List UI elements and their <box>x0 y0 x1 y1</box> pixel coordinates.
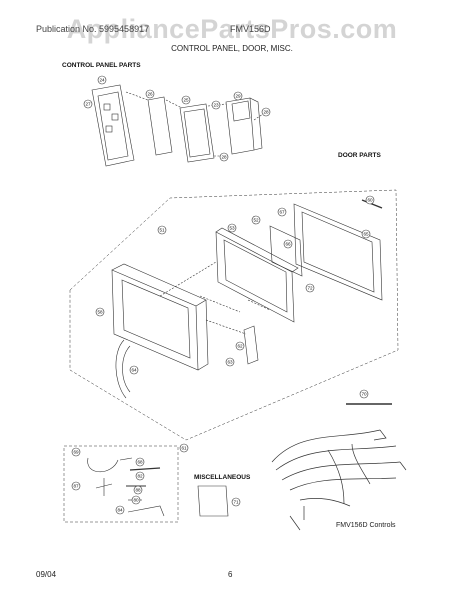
svg-text:62: 62 <box>237 344 243 349</box>
controls-caption: FMV156D Controls <box>336 522 396 529</box>
svg-text:28: 28 <box>263 110 269 115</box>
door-group <box>111 199 392 405</box>
svg-text:82: 82 <box>137 474 143 479</box>
misc-hardware-group <box>87 457 229 517</box>
svg-text:88: 88 <box>135 488 141 493</box>
door-parts-heading: DOOR PARTS <box>338 152 381 159</box>
svg-text:23: 23 <box>213 103 219 108</box>
svg-text:51: 51 <box>159 228 165 233</box>
svg-text:63: 63 <box>227 360 233 365</box>
publication-number: Publication No. 5995458917 <box>36 24 150 34</box>
svg-text:66: 66 <box>285 242 291 247</box>
page-subtitle: CONTROL PANEL, DOOR, MISC. <box>171 44 293 53</box>
model-number: FMV156D <box>230 24 271 34</box>
svg-text:28: 28 <box>221 155 227 160</box>
svg-text:60: 60 <box>367 198 373 203</box>
miscellaneous-heading: MISCELLANEOUS <box>194 474 251 481</box>
svg-text:25: 25 <box>183 98 189 103</box>
svg-text:69: 69 <box>73 450 79 455</box>
svg-text:61: 61 <box>181 446 187 451</box>
svg-text:58: 58 <box>97 310 103 315</box>
svg-text:26: 26 <box>147 92 153 97</box>
wire-harness <box>271 429 407 531</box>
page-number: 6 <box>228 570 233 579</box>
footer-date: 09/04 <box>36 570 57 579</box>
svg-text:68: 68 <box>137 460 143 465</box>
svg-text:64: 64 <box>131 368 137 373</box>
svg-text:24: 24 <box>99 78 105 83</box>
svg-text:52: 52 <box>253 218 259 223</box>
control-panel-group <box>91 84 267 167</box>
svg-text:53: 53 <box>229 226 235 231</box>
svg-text:71: 71 <box>233 500 239 505</box>
svg-text:65: 65 <box>363 232 369 237</box>
svg-text:87: 87 <box>73 484 79 489</box>
control-panel-heading: CONTROL PANEL PARTS <box>62 62 141 69</box>
svg-text:70: 70 <box>361 392 367 397</box>
svg-text:29: 29 <box>235 94 241 99</box>
watermark: AppliancePartsPros.com <box>66 14 398 44</box>
misc-hardware-box <box>63 445 179 523</box>
svg-text:84: 84 <box>117 508 123 513</box>
svg-text:80: 80 <box>133 498 139 503</box>
svg-text:27: 27 <box>85 102 91 107</box>
svg-text:72: 72 <box>307 286 313 291</box>
svg-text:67: 67 <box>279 210 285 215</box>
